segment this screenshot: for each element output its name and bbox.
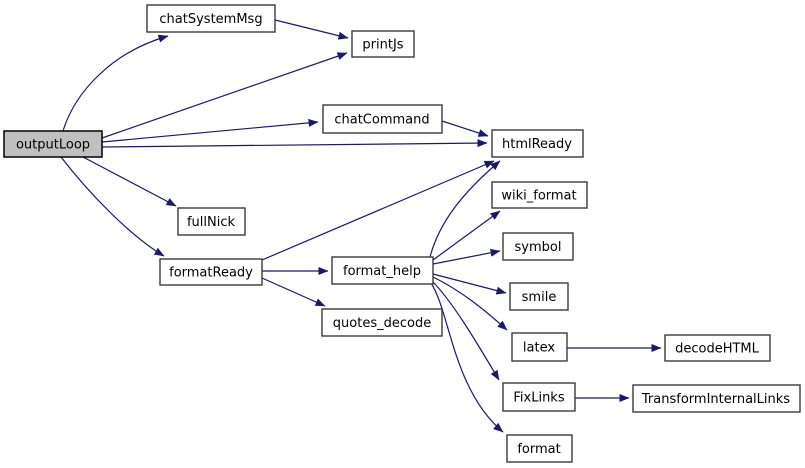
node-wiki_format-label: wiki_format bbox=[501, 189, 576, 204]
node-format[interactable]: format bbox=[506, 434, 573, 463]
node-smile[interactable]: smile bbox=[509, 282, 569, 311]
node-format-box bbox=[506, 434, 573, 463]
edge-outputLoop-chatSystemMsg bbox=[62, 34, 169, 132]
node-format_help-box bbox=[331, 256, 434, 285]
node-quotes_decode[interactable]: quotes_decode bbox=[321, 308, 443, 337]
node-layer: outputLoop chatSystemMsg printJs chatCom… bbox=[3, 4, 801, 463]
node-FixLinks-label: FixLinks bbox=[513, 391, 564, 406]
node-symbol[interactable]: symbol bbox=[502, 232, 574, 261]
edge-format_help-format bbox=[430, 282, 504, 433]
node-quotes_decode-box bbox=[321, 308, 443, 337]
node-printJs-box bbox=[351, 30, 415, 58]
node-printJs[interactable]: printJs bbox=[351, 30, 415, 58]
node-fullNick[interactable]: fullNick bbox=[177, 207, 246, 236]
node-format_help[interactable]: format_help bbox=[331, 256, 434, 285]
node-TransformInternalLinks-label: TransformInternalLinks bbox=[641, 392, 790, 407]
node-printJs-label: printJs bbox=[362, 38, 403, 53]
node-wiki_format-box bbox=[491, 181, 588, 209]
node-chatCommand-box bbox=[322, 104, 443, 134]
node-symbol-label: symbol bbox=[515, 240, 562, 255]
node-htmlReady-label: htmlReady bbox=[502, 137, 572, 152]
node-format-label: format bbox=[517, 442, 560, 457]
edge-layer bbox=[60, 19, 662, 433]
node-smile-label: smile bbox=[522, 290, 557, 305]
node-format_help-label: format_help bbox=[343, 264, 421, 279]
node-htmlReady[interactable]: htmlReady bbox=[491, 129, 584, 158]
edge-outputLoop-chatCommand bbox=[101, 118, 319, 143]
node-chatSystemMsg-label: chatSystemMsg bbox=[159, 12, 262, 27]
edge-outputLoop-htmlReady bbox=[101, 139, 488, 148]
node-decodeHTML-box bbox=[664, 334, 771, 362]
node-chatSystemMsg[interactable]: chatSystemMsg bbox=[146, 4, 276, 33]
edge-formatReady-htmlReady bbox=[261, 160, 495, 261]
node-symbol-box bbox=[502, 232, 574, 261]
node-TransformInternalLinks[interactable]: TransformInternalLinks bbox=[632, 384, 801, 413]
node-decodeHTML[interactable]: decodeHTML bbox=[664, 334, 771, 362]
node-formatReady-label: formatReady bbox=[169, 266, 253, 281]
node-FixLinks[interactable]: FixLinks bbox=[502, 382, 576, 412]
node-quotes_decode-label: quotes_decode bbox=[333, 316, 431, 331]
edge-format_help-symbol bbox=[432, 248, 501, 265]
node-outputLoop-box bbox=[3, 130, 103, 158]
node-latex[interactable]: latex bbox=[511, 332, 568, 362]
node-TransformInternalLinks-box bbox=[632, 384, 801, 413]
edge-chatCommand-htmlReady bbox=[441, 120, 489, 137]
node-smile-box bbox=[509, 282, 569, 311]
edge-outputLoop-printJs bbox=[101, 52, 348, 139]
edge-outputLoop-formatReady bbox=[60, 156, 165, 257]
node-outputLoop[interactable]: outputLoop bbox=[3, 130, 103, 158]
edge-format_help-smile bbox=[432, 273, 507, 295]
node-decodeHTML-label: decodeHTML bbox=[675, 342, 760, 357]
node-chatCommand-label: chatCommand bbox=[334, 113, 429, 128]
edge-chatSystemMsg-printJs bbox=[274, 19, 349, 40]
node-latex-label: latex bbox=[523, 341, 555, 356]
node-chatSystemMsg-box bbox=[146, 4, 276, 33]
node-outputLoop-label: outputLoop bbox=[16, 138, 90, 153]
node-latex-box bbox=[511, 332, 568, 362]
edge-format_help-FixLinks bbox=[431, 280, 500, 381]
edge-format_help-wiki_format bbox=[432, 210, 501, 261]
node-formatReady[interactable]: formatReady bbox=[159, 258, 263, 286]
node-formatReady-box bbox=[159, 258, 263, 286]
edge-format_help-latex bbox=[432, 276, 508, 331]
node-wiki_format[interactable]: wiki_format bbox=[491, 181, 588, 209]
edge-formatReady-quotes_decode bbox=[261, 277, 326, 307]
node-fullNick-box bbox=[177, 207, 246, 236]
node-chatCommand[interactable]: chatCommand bbox=[322, 104, 443, 134]
node-htmlReady-box bbox=[491, 129, 584, 158]
node-FixLinks-box bbox=[502, 382, 576, 412]
node-fullNick-label: fullNick bbox=[187, 215, 236, 230]
edge-format_help-htmlReady bbox=[429, 160, 501, 258]
edge-outputLoop-fullNick bbox=[82, 156, 177, 207]
